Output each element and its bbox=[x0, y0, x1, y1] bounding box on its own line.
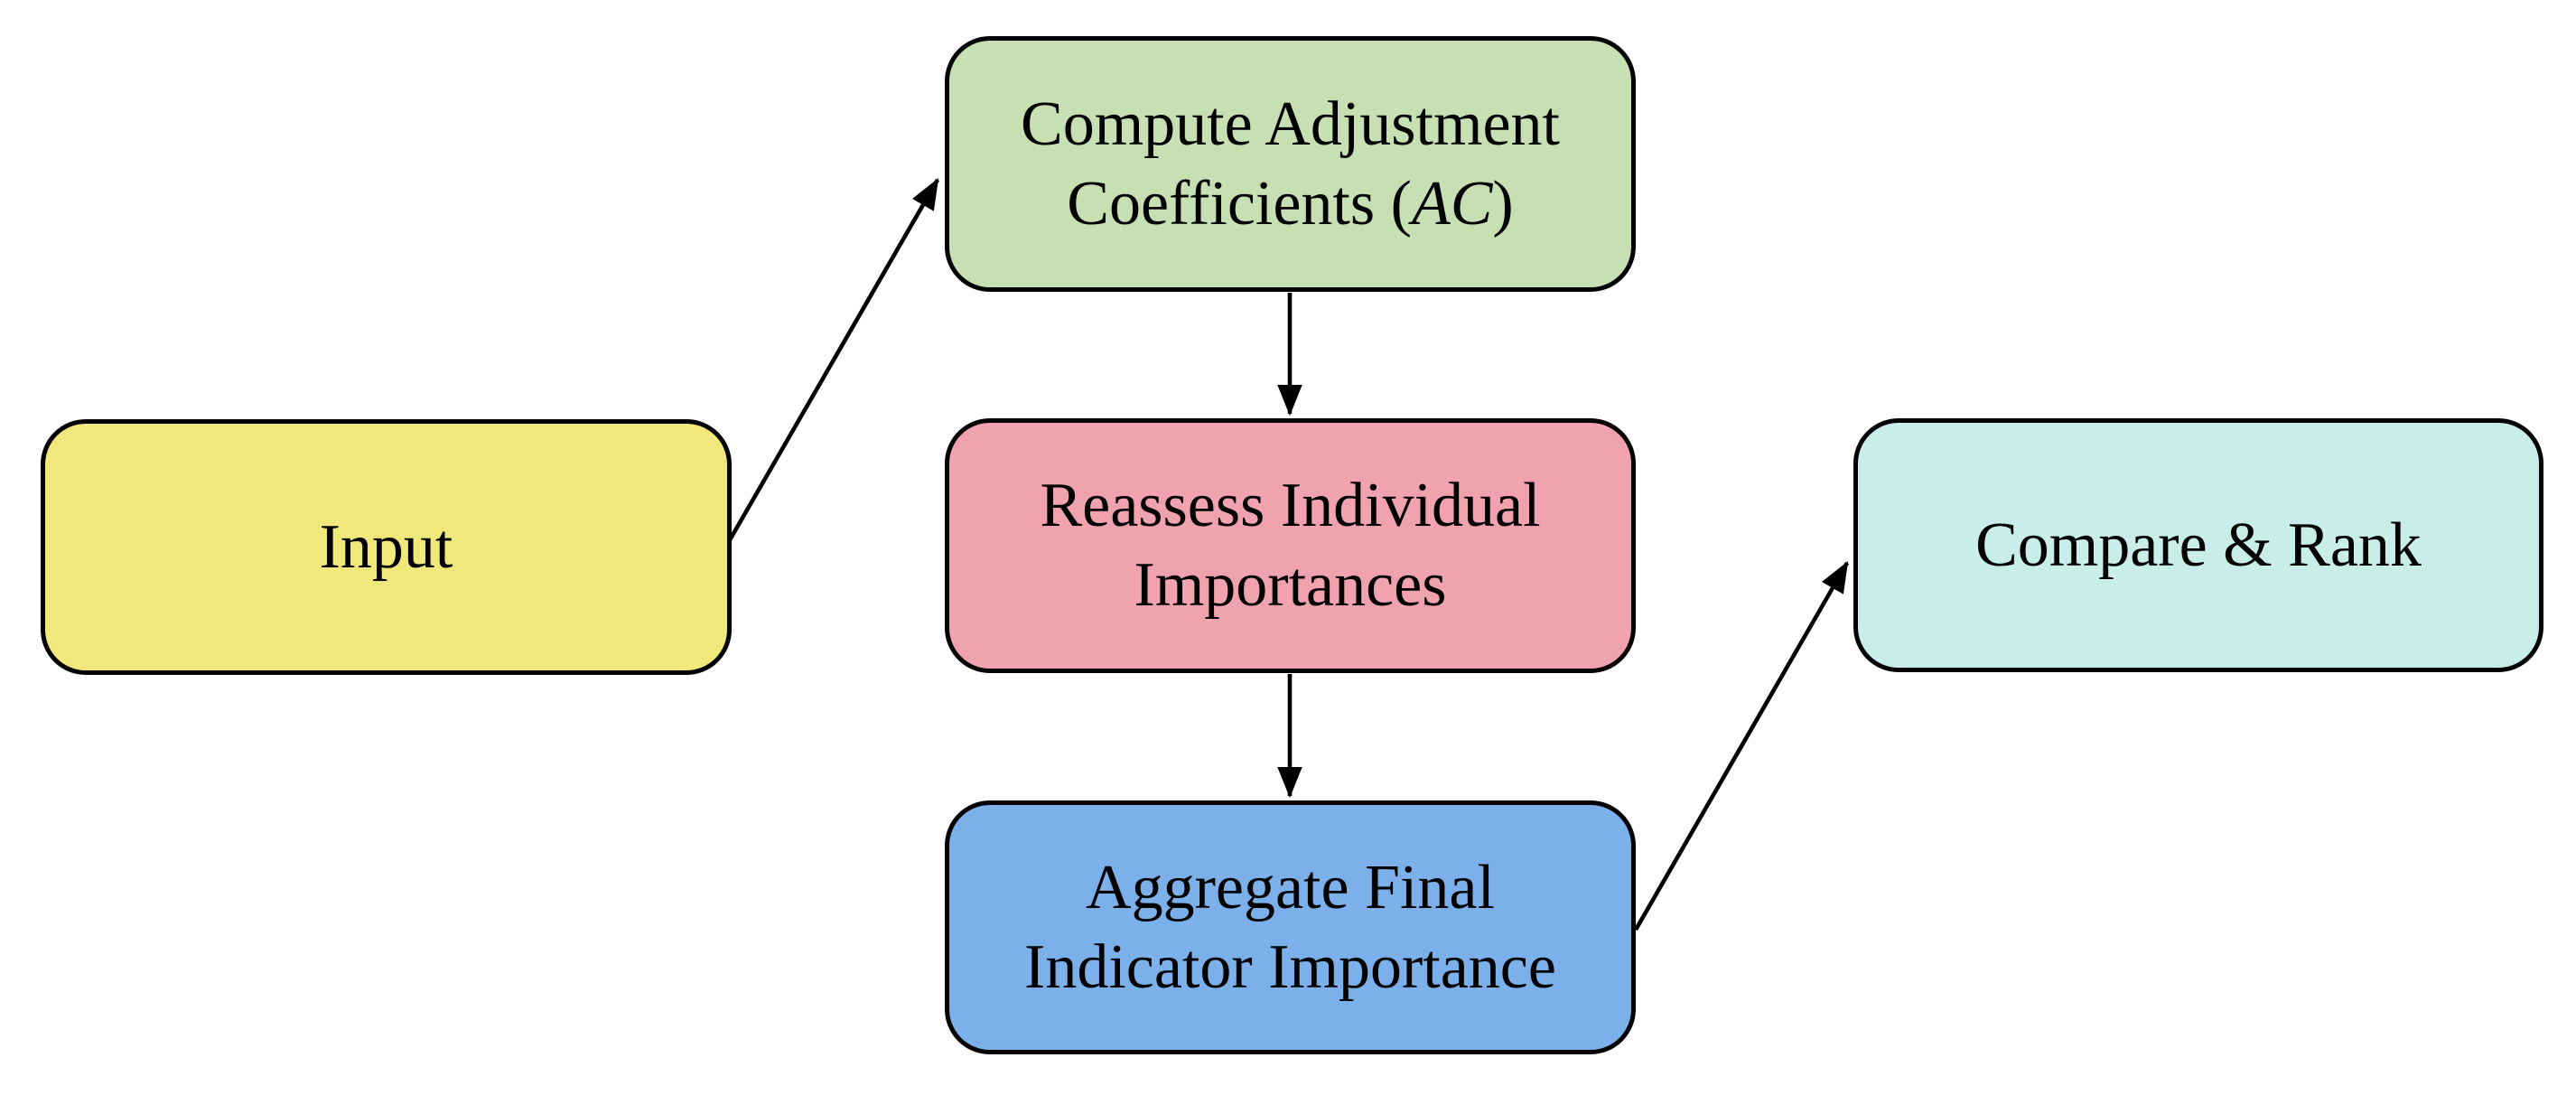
node-reassess-label-line2: Importances bbox=[1134, 550, 1447, 620]
node-input: Input bbox=[41, 419, 732, 675]
edge-aggregate-to-compare-arrow bbox=[1634, 561, 1849, 931]
node-compute-label-line2-prefix: Coefficients ( bbox=[1067, 168, 1412, 239]
node-aggregate-label-line1: Aggregate Final bbox=[1086, 852, 1495, 922]
node-input-label: Input bbox=[319, 511, 453, 582]
node-compute-adjustment-coefficients: Compute Adjustment Coefficients (AC) bbox=[945, 36, 1636, 292]
node-aggregate-final-indicator-importance: Aggregate Final Indicator Importance bbox=[945, 800, 1636, 1054]
node-reassess-label-line1: Reassess Individual bbox=[1040, 471, 1541, 540]
node-compare-and-rank: Compare & Rank bbox=[1853, 418, 2543, 672]
node-compare-label: Compare & Rank bbox=[1975, 510, 2422, 580]
node-reassess-individual-importances: Reassess Individual Importances bbox=[945, 418, 1636, 673]
node-aggregate-label-line2: Indicator Importance bbox=[1024, 931, 1556, 1002]
node-compute-label-ac-symbol: AC bbox=[1411, 168, 1493, 239]
node-compute-label-line2-suffix: ) bbox=[1492, 168, 1514, 239]
node-compute-label-line1: Compute Adjustment bbox=[1021, 89, 1560, 159]
edge-input-to-compute-arrow bbox=[726, 178, 939, 545]
node-compute-label-line2: Coefficients (AC) bbox=[1067, 164, 1513, 244]
